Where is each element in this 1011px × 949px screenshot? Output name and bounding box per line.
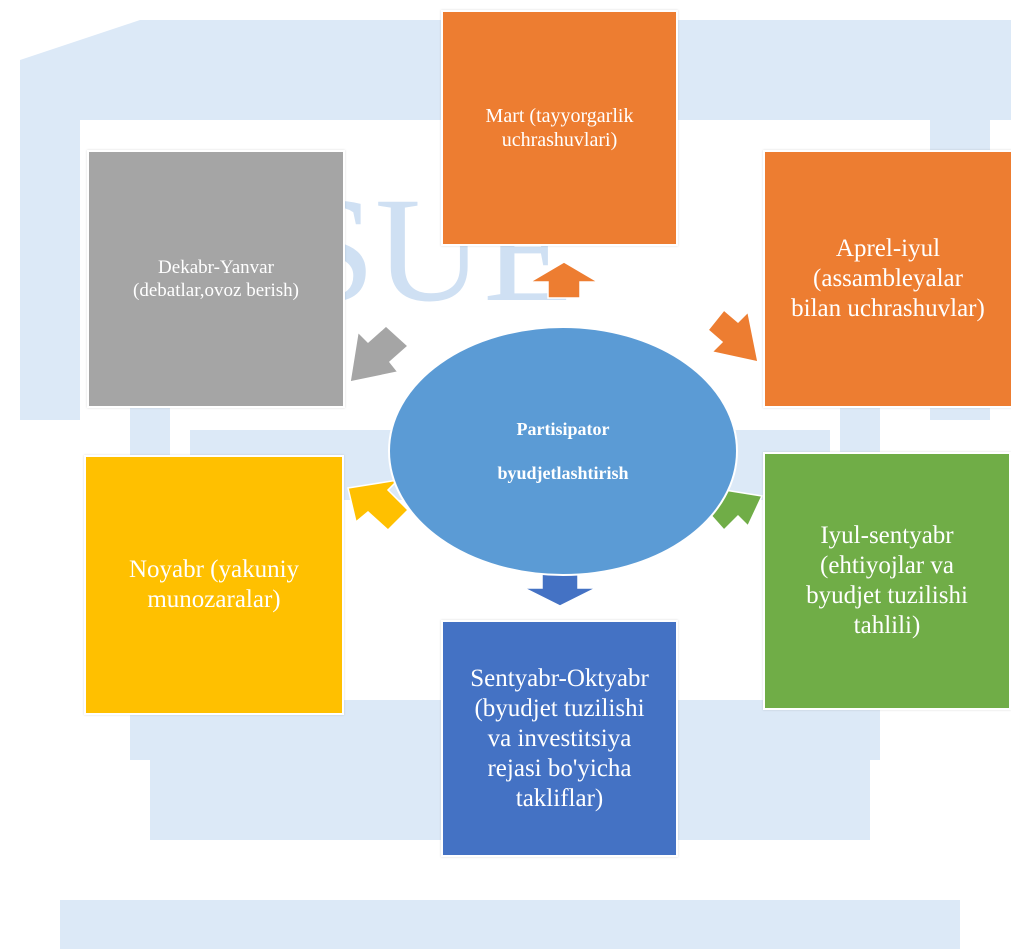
arrow-up <box>527 261 601 299</box>
stage-box-iyul-sentyabr: Iyul-sentyabr (ehtiyojlar va byudjet tuz… <box>763 452 1011 710</box>
stage-box-noyabr: Noyabr (yakuniy munozaralar) <box>84 455 344 715</box>
stage-text: Dekabr-Yanvar <box>158 257 274 278</box>
arrow-down <box>523 571 597 607</box>
stage-text: bilan uchrashuvlar) <box>791 295 985 322</box>
center-label: Partisipator byudjetlashtirish <box>390 328 736 574</box>
stage-box-dekabr-yanvar: Dekabr-Yanvar (debatlar,ovoz berish) <box>87 150 345 408</box>
stage-text: Sentyabr-Oktyabr <box>470 664 649 692</box>
stage-text: (assambleyalar <box>813 265 963 292</box>
arrow-upper-left <box>349 324 410 383</box>
stage-text: munozaralar) <box>147 586 281 613</box>
stage-text: uchrashuvlari) <box>501 129 618 151</box>
stage-text: va investitsiya <box>487 724 632 752</box>
stage-text: byudjet tuzilishi <box>806 582 968 609</box>
stage-text: Mart (tayyorgarlik <box>485 105 634 127</box>
stage-text: rejasi bo'yicha <box>487 754 632 782</box>
stage-text: takliflar) <box>515 784 604 812</box>
stage-box-aprel-iyul: Aprel-iyul (assambleyalar bilan uchrashu… <box>763 150 1011 408</box>
center-title-line1: Partisipator <box>516 419 610 439</box>
stage-box-sentyabr-oktyabr: Sentyabr-Oktyabr (byudjet tuzilishi va i… <box>441 620 678 857</box>
center-ellipse <box>388 326 738 576</box>
arrow-upper-right <box>706 308 759 363</box>
stage-text: Iyul-sentyabr <box>820 522 954 549</box>
stage-text: Noyabr (yakuniy <box>128 556 300 583</box>
stage-text: (debatlar,ovoz berish) <box>133 280 299 301</box>
stage-text: (ehtiyojlar va <box>820 552 954 579</box>
stage-text: Aprel-iyul <box>835 235 941 262</box>
stage-text: tahlili) <box>853 612 921 639</box>
center-title-line2: byudjetlashtirish <box>497 463 629 483</box>
stage-text: (byudjet tuzilishi <box>474 694 645 722</box>
stage-box-mart: Mart (tayyorgarlik uchrashuvlari) <box>441 10 678 246</box>
